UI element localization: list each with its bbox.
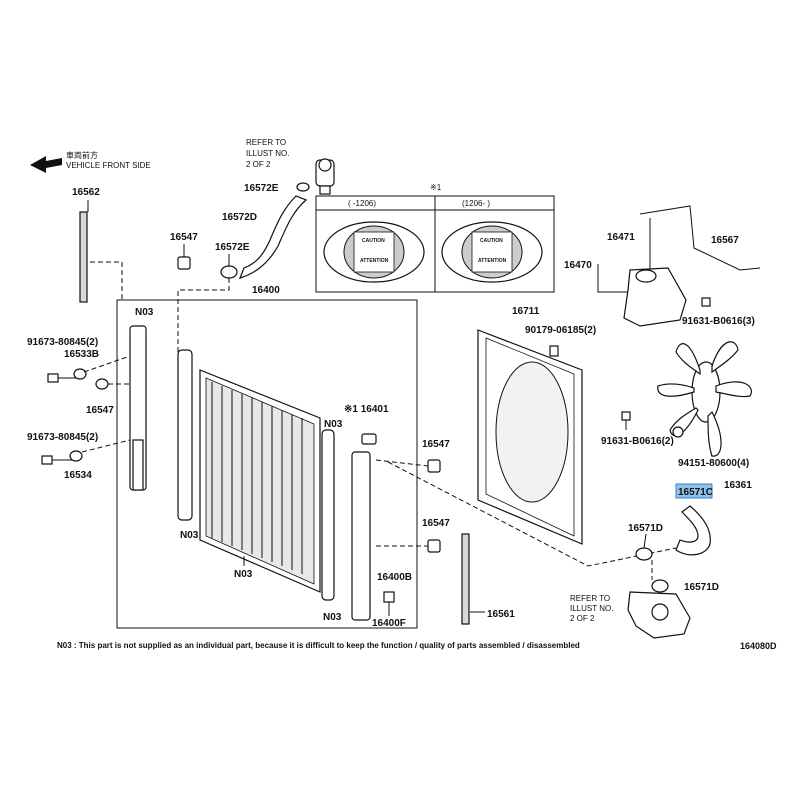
drain-cock-16400B [383, 591, 395, 603]
label-16547-a[interactable]: 16547 [170, 232, 198, 243]
bolt-91673-b [41, 455, 72, 465]
label-16572E-lower[interactable]: 16572E [215, 242, 250, 253]
radiator-core [199, 369, 321, 593]
label-16567[interactable]: 16567 [711, 235, 739, 246]
grommet-16547-c [427, 459, 441, 473]
label-16400F[interactable]: 16400F [372, 618, 406, 629]
label-16571D-b[interactable]: 16571D [684, 582, 719, 593]
label-91631-a[interactable]: 91631-B0616(2) [601, 436, 674, 447]
label-N03-b[interactable]: N03 [180, 530, 199, 541]
label-N03-d[interactable]: N03 [324, 419, 343, 430]
grommet-16547-b [95, 378, 109, 390]
label-16471[interactable]: 16471 [607, 232, 635, 243]
label-16547-c[interactable]: 16547 [422, 439, 450, 450]
right-cap-attention: ATTENTION [478, 258, 507, 264]
fan-shroud-16711 [477, 329, 583, 545]
label-16361[interactable]: 16361 [724, 480, 752, 491]
refer-bottom-line2: ILLUST NO. [570, 604, 613, 613]
orientation-jp: 車両前方 [66, 150, 98, 160]
vehicle-front-arrow-icon [30, 156, 62, 173]
grommet-16547-d [427, 539, 441, 553]
hose-16567 [639, 205, 761, 271]
nut-94151 [672, 426, 684, 438]
cap-inset-left-range: ( -1206) [348, 199, 376, 208]
label-16400[interactable]: 16400 [252, 285, 280, 296]
left-tank [129, 325, 147, 491]
cap-inset [315, 195, 555, 293]
label-16400B[interactable]: 16400B [377, 572, 412, 583]
label-91673-b[interactable]: 91673-80845(2) [27, 432, 98, 443]
cap-inset-right-range: (1206- ) [462, 199, 490, 208]
right-cap-caution: CAUTION [480, 238, 503, 244]
label-16561[interactable]: 16561 [487, 609, 515, 620]
grommet-16533B [73, 368, 87, 380]
left-side-panel [177, 349, 193, 521]
clamp-16572E-upper [296, 182, 310, 192]
label-16562[interactable]: 16562 [72, 187, 100, 198]
seal-16562 [79, 200, 89, 303]
upper-hose-16572D [238, 195, 308, 279]
seal-16561 [461, 533, 470, 625]
grommet-16534 [69, 450, 83, 462]
left-cap-attention: ATTENTION [360, 258, 389, 264]
label-94151[interactable]: 94151-80600(4) [678, 458, 749, 469]
label-16547-d[interactable]: 16547 [422, 518, 450, 529]
label-16572D[interactable]: 16572D [222, 212, 257, 223]
radiator-assembly-frame [116, 299, 418, 629]
label-16401[interactable]: ※1 16401 [344, 404, 389, 415]
refer-top-line2: ILLUST NO. [246, 149, 289, 158]
thermostat-housing-top [315, 158, 335, 195]
label-N03-a[interactable]: N03 [135, 307, 154, 318]
label-N03-e[interactable]: N03 [323, 612, 342, 623]
right-side-panel [321, 429, 335, 601]
clamp-16571D-a [635, 547, 653, 561]
label-16571D-a[interactable]: 16571D [628, 523, 663, 534]
label-16571C[interactable]: 16571C [678, 487, 713, 498]
refer-top-line3: 2 OF 2 [246, 160, 271, 169]
label-91673-a[interactable]: 91673-80845(2) [27, 337, 98, 348]
clip-90179 [549, 345, 559, 357]
diagram-code: 164080D [740, 641, 777, 651]
refer-bottom-line1: REFER TO [570, 594, 610, 603]
cap-inset-mark: ※1 [430, 183, 442, 192]
footnote: N03 : This part is not supplied as an in… [57, 641, 580, 650]
grommet-16547-a [177, 256, 191, 270]
orientation-en: VEHICLE FRONT SIDE [66, 161, 151, 170]
reservoir-16470 [623, 267, 687, 327]
label-N03-c[interactable]: N03 [234, 569, 253, 580]
label-16470[interactable]: 16470 [564, 260, 592, 271]
label-16547-b[interactable]: 16547 [86, 405, 114, 416]
label-16711[interactable]: 16711 [512, 306, 540, 317]
refer-bottom-line3: 2 OF 2 [570, 614, 595, 623]
right-tank [351, 433, 377, 621]
water-outlet-housing [627, 591, 691, 639]
refer-top-line1: REFER TO [246, 138, 286, 147]
label-16572E-upper[interactable]: 16572E [244, 183, 279, 194]
bolt-91631-a [621, 411, 631, 430]
left-cap-caution: CAUTION [362, 238, 385, 244]
label-16571C-highlight [675, 483, 713, 499]
label-90179[interactable]: 90179-06185(2) [525, 325, 596, 336]
clamp-16571D-b [651, 579, 669, 593]
lower-hose-16571C [675, 505, 711, 556]
bolt-91631-b [701, 297, 711, 307]
label-16534[interactable]: 16534 [64, 470, 92, 481]
label-16533B[interactable]: 16533B [64, 349, 99, 360]
label-91631-b[interactable]: 91631-B0616(3) [682, 316, 755, 327]
clamp-16572E-lower [220, 265, 238, 279]
